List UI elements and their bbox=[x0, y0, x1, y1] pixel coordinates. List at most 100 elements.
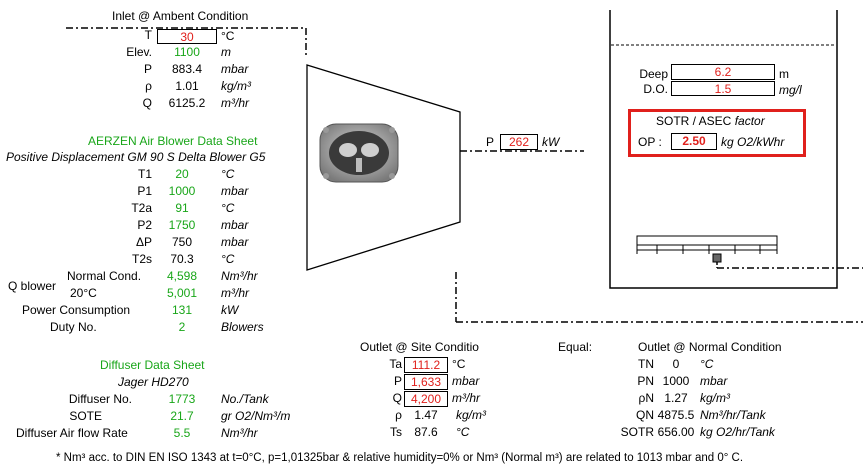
outlet-normal-label-sotr: SOTR bbox=[600, 425, 654, 439]
inlet-label-rho: ρ bbox=[100, 79, 152, 93]
outlet-normal-unit-sotr: kg O2/hr/Tank bbox=[700, 425, 775, 439]
blower-temp-value: 5,001 bbox=[157, 286, 207, 300]
inlet-value-t: 30 bbox=[157, 29, 217, 44]
inlet-title: Inlet @ Ambent Condition bbox=[112, 9, 248, 23]
outlet-normal-unit-tn: °C bbox=[700, 357, 713, 371]
inlet-unit-rho: kg/m³ bbox=[221, 79, 251, 93]
outlet-site-unit-p: mbar bbox=[452, 374, 479, 388]
blower-label-p1: P1 bbox=[100, 184, 152, 198]
tank-deep-label: Deep bbox=[620, 67, 668, 81]
equal-label: Equal: bbox=[558, 340, 592, 354]
inlet-label-p: P bbox=[100, 62, 152, 76]
blower-power-unit: kW bbox=[221, 303, 238, 317]
inlet-label-q: Q bbox=[100, 96, 152, 110]
diffuser-title: Diffuser Data Sheet bbox=[100, 358, 205, 372]
outlet-site-unit-rho: kg/m³ bbox=[456, 408, 486, 422]
blower-unit-dp: mbar bbox=[221, 235, 248, 249]
outlet-site-label-ta: Ta bbox=[370, 357, 402, 371]
outlet-site-label-q: Q bbox=[370, 391, 402, 405]
blower-power-value: 131 bbox=[157, 303, 207, 317]
blower-q-label: Q blower bbox=[8, 279, 56, 293]
outlet-site-value-q: 4,200 bbox=[404, 391, 448, 407]
blower-title: AERZEN Air Blower Data Sheet bbox=[88, 134, 257, 148]
blower-unit-p1: mbar bbox=[221, 184, 248, 198]
blower-power-label: Power Consumption bbox=[22, 303, 130, 317]
outlet-normal-label-pn: PN bbox=[610, 374, 654, 388]
blower-normal-label: Normal Cond. bbox=[67, 269, 141, 283]
tank-do-label: D.O. bbox=[620, 82, 668, 96]
diffuser-value-no: 1773 bbox=[157, 392, 207, 406]
outlet-normal-unit-pn: mbar bbox=[700, 374, 727, 388]
outlet-site-value-ta: 111.2 bbox=[404, 357, 448, 373]
tank-deep-unit: m bbox=[779, 67, 789, 81]
outlet-normal-value-sotr: 656.00 bbox=[656, 425, 696, 439]
blower-value-p2: 1750 bbox=[157, 218, 207, 232]
outlet-site-label-ts: Ts bbox=[370, 425, 402, 439]
tank-op-value: 2.50 bbox=[671, 133, 717, 150]
inlet-unit-t: °C bbox=[221, 29, 234, 43]
diffuser-value-flow: 5.5 bbox=[157, 426, 207, 440]
blower-label-t2a: T2a bbox=[100, 201, 152, 215]
outlet-site-unit-ts: °C bbox=[456, 425, 469, 439]
diffuser-value-sote: 21.7 bbox=[157, 409, 207, 423]
diffuser-subtitle: Jager HD270 bbox=[118, 375, 189, 389]
blower-duty-value: 2 bbox=[157, 320, 207, 334]
blower-unit-t1: °C bbox=[221, 167, 234, 181]
outlet-normal-value-rhon: 1.27 bbox=[656, 391, 696, 405]
blower-value-p1: 1000 bbox=[157, 184, 207, 198]
outlet-site-unit-ta: °C bbox=[452, 357, 465, 371]
outlet-normal-value-qn: 4875.5 bbox=[656, 408, 696, 422]
inlet-unit-p: mbar bbox=[221, 62, 248, 76]
outlet-site-title: Outlet @ Site Conditio bbox=[360, 340, 479, 354]
inlet-value-rho: 1.01 bbox=[157, 79, 217, 93]
blower-value-t2s: 70.3 bbox=[157, 252, 207, 266]
outlet-site-unit-q: m³/hr bbox=[452, 391, 480, 405]
diffuser-unit-no: No./Tank bbox=[221, 392, 269, 406]
outlet-site-value-p: 1,633 bbox=[404, 374, 448, 390]
blower-value-t2a: 91 bbox=[157, 201, 207, 215]
blower-label-dp: ΔP bbox=[100, 235, 152, 249]
diffuser-unit-sote: gr O2/Nm³/m bbox=[221, 409, 290, 423]
tank-do-value: 1.5 bbox=[671, 81, 775, 96]
op-highlight-box bbox=[628, 109, 806, 157]
diffuser-label-sote: SOTE bbox=[20, 409, 102, 423]
diffuser-label-flow: Diffuser Air flow Rate bbox=[16, 426, 128, 440]
blower-normal-unit: Nm³/hr bbox=[221, 269, 258, 283]
outlet-normal-label-tn: TN bbox=[610, 357, 654, 371]
inlet-value-elev: 1100 bbox=[157, 45, 217, 59]
outlet-normal-value-tn: 0 bbox=[656, 357, 696, 371]
power-label: P bbox=[486, 135, 494, 149]
blower-subtitle: Positive Displacement GM 90 S Delta Blow… bbox=[6, 150, 265, 164]
tank-deep-value: 6.2 bbox=[671, 64, 775, 80]
blower-normal-value: 4,598 bbox=[157, 269, 207, 283]
blower-unit-t2s: °C bbox=[221, 252, 234, 266]
outlet-normal-label-rhon: ρN bbox=[610, 391, 654, 405]
outlet-site-value-rho: 1.47 bbox=[404, 408, 448, 422]
outlet-site-value-ts: 87.6 bbox=[404, 425, 448, 439]
blower-temp-label: 20°C bbox=[70, 286, 97, 300]
blower-value-t1: 20 bbox=[157, 167, 207, 181]
outlet-normal-unit-qn: Nm³/hr/Tank bbox=[700, 408, 766, 422]
blower-label-t2s: T2s bbox=[100, 252, 152, 266]
power-unit: kW bbox=[542, 135, 559, 149]
blower-temp-unit: m³/hr bbox=[221, 286, 249, 300]
outlet-normal-title: Outlet @ Normal Condition bbox=[638, 340, 782, 354]
blower-icon bbox=[318, 118, 400, 188]
blower-label-p2: P2 bbox=[100, 218, 152, 232]
tank-do-unit: mg/l bbox=[779, 83, 802, 97]
inlet-label-t: T bbox=[110, 28, 152, 42]
blower-duty-unit: Blowers bbox=[221, 320, 264, 334]
inlet-value-p: 883.4 bbox=[157, 62, 217, 76]
tank-op-unit: kg O2/kWhr bbox=[721, 135, 784, 149]
blower-label-t1: T1 bbox=[100, 167, 152, 181]
inlet-unit-q: m³/hr bbox=[221, 96, 249, 110]
inlet-label-elev: Elev. bbox=[100, 45, 152, 59]
tank-op-label: OP : bbox=[638, 135, 662, 149]
blower-unit-p2: mbar bbox=[221, 218, 248, 232]
diffuser-label-no: Diffuser No. bbox=[20, 392, 132, 406]
outlet-normal-label-qn: QN bbox=[610, 408, 654, 422]
blower-value-dp: 750 bbox=[157, 235, 207, 249]
blower-duty-label: Duty No. bbox=[50, 320, 97, 334]
blower-unit-t2a: °C bbox=[221, 201, 234, 215]
diffuser-unit-flow: Nm³/hr bbox=[221, 426, 258, 440]
